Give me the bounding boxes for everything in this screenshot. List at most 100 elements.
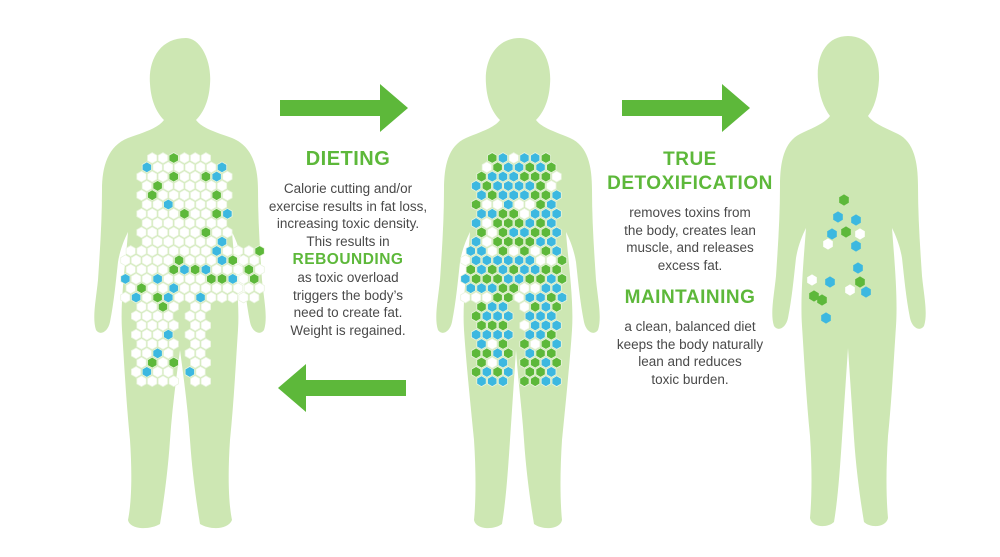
hex-cell [497,245,508,257]
hex-cell [556,291,568,304]
hex-cell [807,274,817,286]
dieting-line-3: increasing toxic density. [276,216,420,231]
hex-cell [514,273,525,285]
hex-cell [141,310,152,322]
hex-cell [471,366,482,378]
hex-cell [163,273,174,285]
hex-cell [163,198,174,211]
hex-cell [163,366,174,378]
hex-cell [508,152,519,164]
hex-cell [546,180,557,192]
hex-cell [481,254,492,267]
hex-cell [855,228,865,240]
hex-cell [487,300,498,313]
hex-cell [184,366,195,378]
rebounding-line-2: triggers the body’s [292,287,404,303]
hex-cell [524,254,535,267]
hex-cell [168,300,179,313]
rebounding-line-4: Weight is regained. [290,322,406,338]
maintaining-line-1: a clean, balanced diet [624,319,756,334]
hex-cell [184,291,195,304]
hex-cell [535,217,546,229]
hex-cell [174,235,185,248]
hex-cell [551,226,562,239]
hex-cell [157,356,168,369]
hex-cell [147,282,158,295]
detox-line-1: removes toxins from [629,205,751,220]
hex-cell [540,170,551,183]
hex-cell [809,290,819,302]
hex-cell [190,226,201,239]
hex-cell [861,286,871,298]
hex-cell [503,347,514,360]
hex-cell [222,170,233,183]
figure-middle-toxic-cells [460,152,568,388]
hex-cell [195,291,206,304]
hex-cell [190,189,201,202]
figure-before-fat-cells [120,152,265,388]
hex-cell [530,319,541,332]
hex-cell [190,170,201,183]
maintaining-line-2: keeps the body naturally [616,336,764,352]
hex-cell [825,276,835,288]
hex-cell [179,282,190,295]
hex-cell [481,366,492,378]
hex-cell [503,217,514,229]
hex-cell [540,338,551,350]
hex-cell [136,170,147,183]
hex-cell [535,291,546,304]
hex-cell [141,347,152,360]
hex-cell [492,291,503,304]
hex-cell [530,282,541,295]
hex-cell [503,366,514,378]
hex-cell [168,152,179,164]
hex-cell [492,217,503,229]
hex-cell [460,291,471,304]
hex-cell [476,207,487,220]
hex-cell [227,254,238,267]
hex-cell [535,328,546,341]
hex-cell [471,217,482,229]
maintaining-title: MAINTAINING [624,287,756,308]
hex-cell [131,273,142,285]
hex-cell [519,226,530,239]
detox-text-block: TRUE DETOXIFICATION removes toxins from … [600,148,780,388]
hex-cell [851,240,861,252]
hex-cell [492,310,503,322]
hex-cell [481,347,492,360]
hex-cell [535,161,546,174]
hex-cell [487,207,498,220]
hex-cell [243,263,254,276]
hex-cell [147,375,158,388]
hex-cell [540,226,551,239]
hex-cell [514,291,525,304]
hex-cell [141,217,152,229]
hex-cell [184,310,195,322]
hex-cell [200,375,211,388]
hex-cell [136,263,147,276]
hex-cell [157,300,168,313]
hex-cell [497,207,508,220]
hex-cell [821,312,831,324]
hex-cell [476,263,487,276]
hex-cell [487,170,498,183]
hex-cell [540,300,551,313]
hex-cell [519,245,530,257]
hex-cell [195,273,206,285]
hex-cell [200,226,211,239]
hex-cell [551,319,562,332]
hex-cell [190,375,201,388]
hex-cell [465,245,476,257]
hex-cell [487,152,498,164]
hex-cell [216,198,228,211]
hex-cell [508,207,519,220]
hex-cell [184,254,195,267]
hex-cell [556,273,568,285]
rebounding-title: REBOUNDING [292,251,404,268]
hex-cell [855,276,865,288]
rebounding-line-1: as toxic overload [297,270,399,285]
hex-cell [174,180,185,192]
hex-cell [524,161,535,174]
hex-cell [530,170,541,183]
hex-cell [514,198,525,211]
